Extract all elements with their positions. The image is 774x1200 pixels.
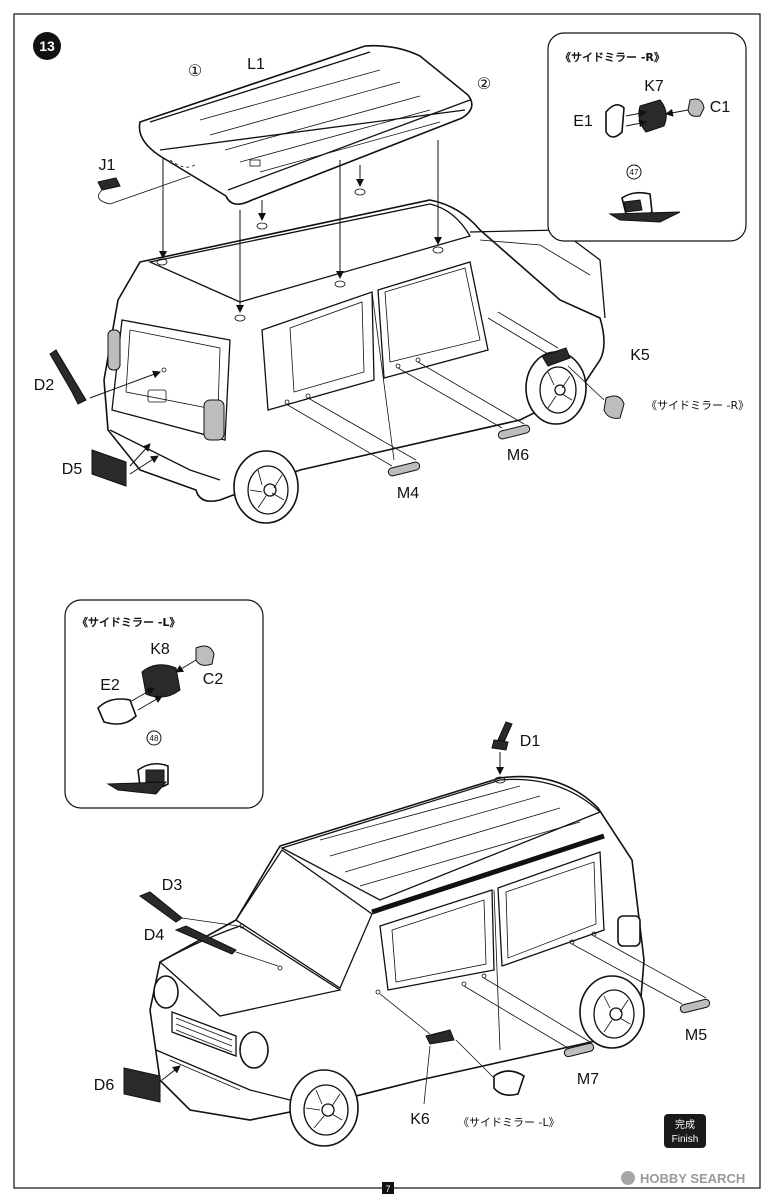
label-d1: D1 <box>520 733 541 750</box>
callout-47: 47 <box>630 168 639 177</box>
page-number: 7 <box>382 1182 394 1194</box>
callout-2: ② <box>477 76 491 93</box>
inset-mirror-l: 《サイドミラー -L》 K8 E2 C2 48 <box>64 599 264 809</box>
label-k7: K7 <box>644 78 664 95</box>
roof-part-l1 <box>138 44 473 205</box>
inset-r-title: 《サイドミラー -R》 <box>560 51 665 64</box>
part-d1 <box>491 721 513 775</box>
label-k6: K6 <box>410 1111 430 1128</box>
label-k5: K5 <box>630 347 650 364</box>
rear-car-view <box>49 44 625 524</box>
part-m6 <box>397 361 531 440</box>
part-d5 <box>91 443 159 487</box>
step-number: 13 <box>39 38 55 54</box>
label-c1: C1 <box>710 99 731 116</box>
inset-l-title: 《サイドミラー -L》 <box>77 616 180 629</box>
callout-1: ① <box>188 63 202 80</box>
svg-text:7: 7 <box>385 1184 390 1194</box>
label-e2: E2 <box>100 677 120 694</box>
part-d3 <box>138 891 239 927</box>
label-m5: M5 <box>685 1027 707 1044</box>
rear-car-body <box>103 188 606 524</box>
part-d2 <box>49 349 161 405</box>
label-d6: D6 <box>94 1077 115 1094</box>
finish-jp: 完成 <box>675 1118 695 1131</box>
watermark: HOBBY SEARCH <box>621 1171 745 1186</box>
label-d3: D3 <box>162 877 183 894</box>
watermark-brand: HOBBY SEARCH <box>640 1171 745 1186</box>
part-j1 <box>97 175 191 205</box>
label-m6: M6 <box>507 447 529 464</box>
label-k8: K8 <box>150 641 170 658</box>
finish-badge: 完成 Finish <box>664 1114 706 1148</box>
label-c2: C2 <box>203 671 224 688</box>
label-d4: D4 <box>144 927 165 944</box>
part-d6 <box>123 1065 181 1103</box>
finish-en: Finish <box>672 1134 699 1145</box>
label-d2: D2 <box>34 377 55 394</box>
part-k5 <box>487 311 625 419</box>
callout-48: 48 <box>150 734 159 743</box>
label-m4: M4 <box>397 485 419 502</box>
part-d4 <box>174 925 279 967</box>
part-m4 <box>285 397 421 477</box>
label-mirror-l: 《サイドミラー -L》 <box>458 1116 560 1129</box>
part-m7 <box>463 977 595 1058</box>
front-car-view <box>149 775 645 1147</box>
label-m7: M7 <box>577 1071 599 1088</box>
part-m5 <box>571 935 711 1014</box>
label-mirror-r: 《サイドミラー -R》 <box>646 399 749 412</box>
part-k6 <box>379 993 525 1105</box>
step-badge: 13 <box>33 32 61 60</box>
label-j1: J1 <box>99 157 116 174</box>
label-l1: L1 <box>247 56 265 73</box>
inset-mirror-r: 《サイドミラー -R》 K7 E1 C1 47 <box>547 32 747 242</box>
label-d5: D5 <box>62 461 83 478</box>
label-e1: E1 <box>573 113 593 130</box>
